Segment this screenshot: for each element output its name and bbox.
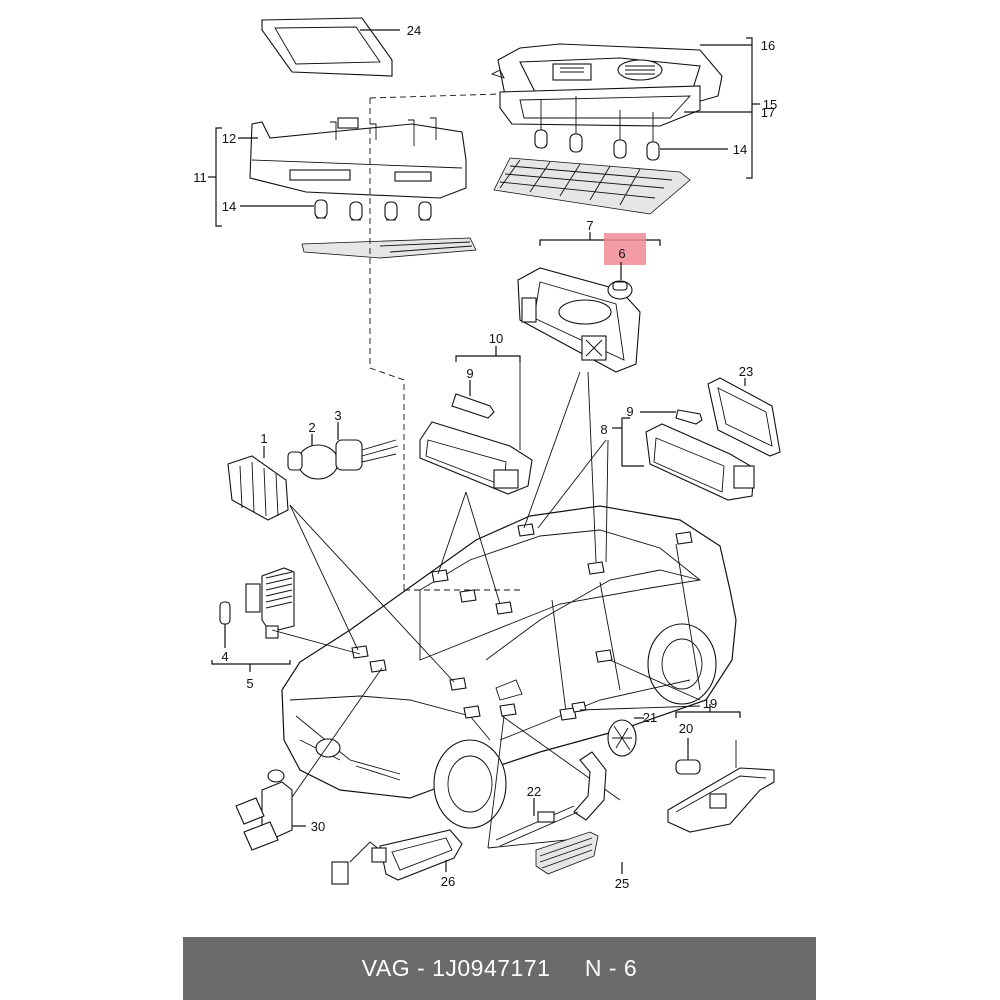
- callout-12: 12: [222, 131, 236, 146]
- part-8-door-lamp: [612, 417, 755, 501]
- callout-labels: 1 2 3 4 5 6 7 8 9 9 10 11 12 14 14 15 16…: [193, 23, 777, 891]
- callout-7: 7: [586, 218, 593, 233]
- car-body-outline: [281, 505, 737, 829]
- part-14-bulbs-right: [534, 96, 728, 161]
- part-17-console-frame: [499, 85, 752, 127]
- part-25-door-lens: [535, 831, 623, 875]
- callout-25: 25: [615, 876, 629, 891]
- callout-24: 24: [407, 23, 421, 38]
- lens-strip-left: [301, 237, 477, 259]
- callout-15: 15: [763, 97, 777, 112]
- part-2-bulb-socket: [287, 434, 339, 480]
- part-24-seal: [261, 17, 400, 77]
- part-9-bulb-upper: [451, 380, 495, 419]
- callout-9-upper: 9: [466, 366, 473, 381]
- exploded-parts-diagram: 1 2 3 4 5 6 7 8 9 9 10 11 12 14 14 15 16…: [193, 17, 781, 891]
- callout-17: 17: [761, 105, 775, 120]
- callout-9-right: 9: [626, 404, 633, 419]
- callout-2: 2: [308, 420, 315, 435]
- callout-22: 22: [527, 784, 541, 799]
- part-10-reading-lamp: [419, 346, 533, 495]
- callout-19: 19: [703, 696, 717, 711]
- callout-16: 16: [761, 38, 775, 53]
- part-21-lens: [607, 717, 644, 757]
- part-5-switch-assembly: [211, 567, 295, 672]
- part-3-wiring: [335, 422, 399, 471]
- part-9-bulb-right: [640, 409, 703, 425]
- callout-1: 1: [260, 431, 267, 446]
- part-19-trunk-lamp: [667, 704, 775, 833]
- highlight-box-part-6: [604, 233, 646, 265]
- callout-20: 20: [679, 721, 693, 736]
- callout-4: 4: [221, 649, 228, 664]
- callout-8: 8: [600, 422, 607, 437]
- callout-30: 30: [311, 819, 325, 834]
- location-markers: [351, 523, 693, 721]
- part-26-mirror-lamp: [331, 829, 463, 885]
- part-12-lamp-housing: [249, 117, 467, 199]
- part-number-banner: VAG - 1J0947171 N - 6: [183, 937, 816, 1000]
- callout-21: 21: [643, 710, 657, 725]
- bracket-15: [746, 37, 760, 179]
- callout-26: 26: [441, 874, 455, 889]
- callout-10: 10: [489, 331, 503, 346]
- part-23-lens: [707, 377, 781, 457]
- part-30-contact-switch: [235, 769, 306, 851]
- part-22-lamp-unit: [495, 751, 607, 847]
- callout-14-right: 14: [733, 142, 747, 157]
- callout-14-left: 14: [222, 199, 236, 214]
- dashed-leaders: [369, 93, 520, 591]
- grille-mesh-panel: [493, 157, 691, 215]
- callout-23: 23: [739, 364, 753, 379]
- callout-5: 5: [246, 676, 253, 691]
- part-20-bulb: [675, 738, 701, 775]
- part-14-bulbs-left: [240, 199, 432, 221]
- callout-3: 3: [334, 408, 341, 423]
- part-4-bulb: [219, 601, 231, 648]
- callout-6: 6: [618, 246, 625, 261]
- bracket-11: [208, 127, 258, 227]
- part-number-text: VAG - 1J0947171 N - 6: [361, 955, 638, 981]
- part-1-side-marker-lens: [227, 446, 289, 521]
- part-6-bulb: [607, 262, 633, 300]
- callout-11: 11: [193, 170, 207, 185]
